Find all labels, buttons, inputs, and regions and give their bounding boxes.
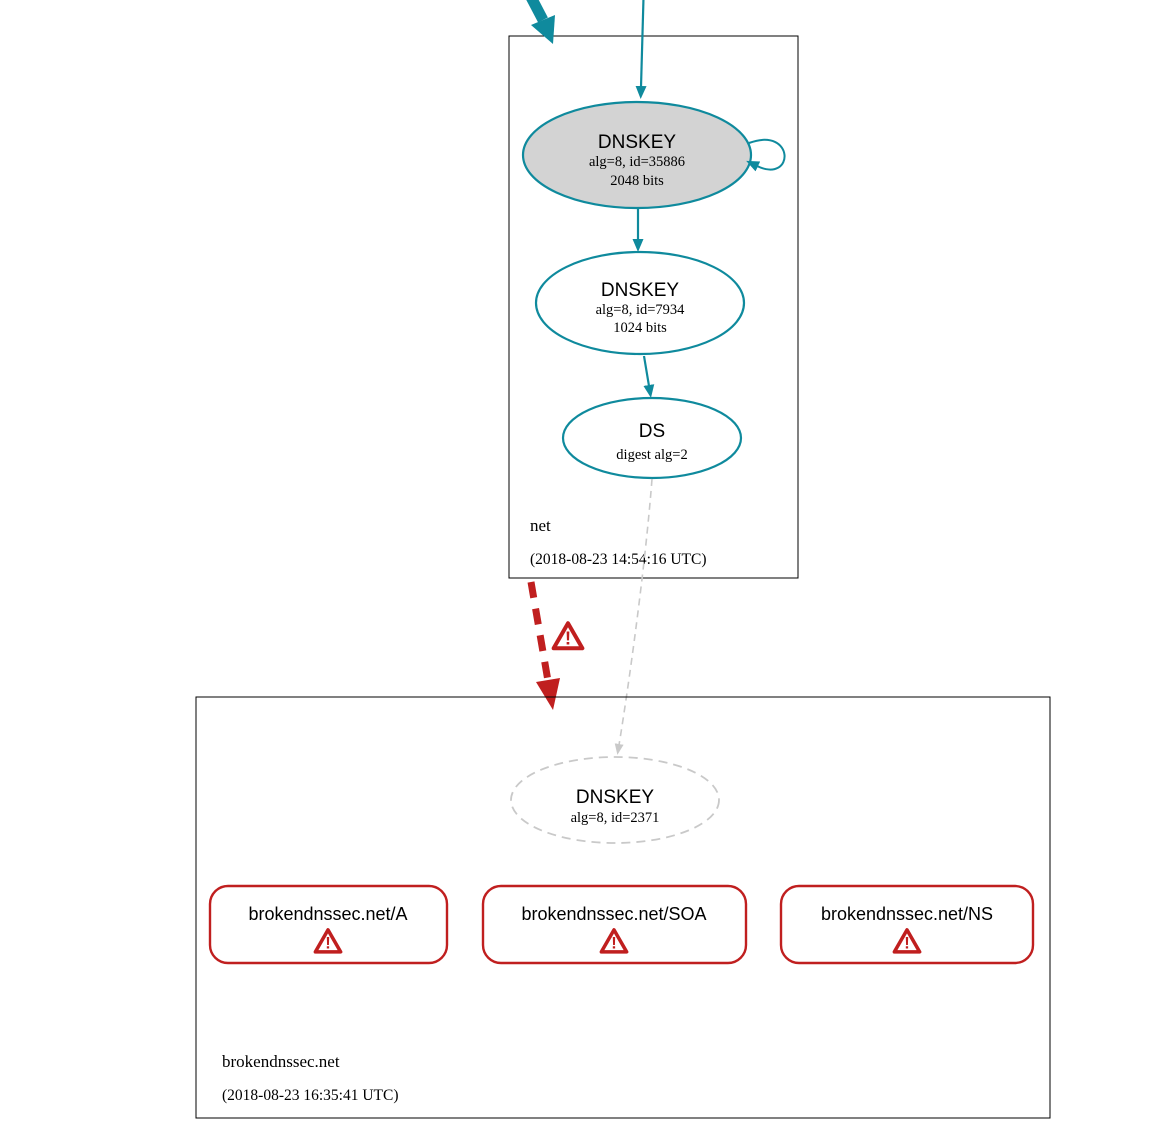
edge-ds-to-child-dnskey [614, 478, 653, 755]
edge-ksk-self-loop [746, 138, 786, 172]
edge-bogus-shaft [527, 581, 552, 682]
zone-net-name: net [530, 516, 551, 535]
zone-brokendnssec: brokendnssec.net (2018-08-23 16:35:41 UT… [195, 696, 1051, 1119]
node-net-ksk-ellipse [521, 100, 753, 210]
rrset-a: brokendnssec.net/A [208, 884, 449, 965]
rrset-ns-label: brokendnssec.net/NS [821, 904, 993, 924]
edge-zsk-to-ds [642, 355, 655, 398]
zone-net-timestamp: (2018-08-23 14:54:16 UTC) [530, 551, 707, 568]
node-net-ksk-detail: alg=8, id=35886 [589, 154, 685, 170]
node-net-zsk: DNSKEY alg=8, id=7934 1024 bits [534, 250, 746, 356]
rrset-ns: brokendnssec.net/NS [779, 884, 1035, 965]
node-net-ksk-size: 2048 bits [610, 173, 664, 189]
zone-net: net (2018-08-23 14:54:16 UTC) [508, 35, 799, 579]
node-net-zsk-ellipse [534, 250, 746, 356]
node-net-zsk-detail: alg=8, id=7934 [596, 302, 686, 318]
node-net-zsk-title: DNSKEY [601, 280, 679, 301]
rrset-soa-label: brokendnssec.net/SOA [521, 904, 706, 924]
node-broken-dnskey-title: DNSKEY [576, 787, 654, 808]
rrset-soa: brokendnssec.net/SOA [481, 884, 748, 965]
zone-brokendnssec-box [195, 696, 1051, 1119]
edge-parent-ds-shaft [526, 0, 548, 23]
warning-icon [551, 621, 585, 651]
zone-brokendnssec-timestamp: (2018-08-23 16:35:41 UTC) [222, 1087, 399, 1104]
zone-net-box [508, 35, 799, 579]
rrset-a-label: brokendnssec.net/A [248, 904, 407, 924]
rrset-a-box [208, 884, 449, 965]
node-net-zsk-size: 1024 bits [613, 320, 667, 336]
edge-bogus-arrowhead-icon [536, 678, 560, 710]
node-net-ksk: DNSKEY alg=8, id=35886 2048 bits [521, 100, 753, 210]
node-net-ds-title: DS [639, 421, 665, 442]
node-net-ds: DS digest alg=2 [561, 396, 743, 480]
node-broken-dnskey: DNSKEY alg=8, id=2371 [510, 756, 720, 844]
node-broken-dnskey-detail: alg=8, id=2371 [571, 810, 660, 826]
rrset-soa-box [481, 884, 748, 965]
node-net-ds-ellipse [561, 396, 743, 480]
edge-parent-ds-arrowhead-icon [531, 15, 555, 44]
rrset-ns-box [779, 884, 1035, 965]
node-net-ds-detail: digest alg=2 [616, 447, 687, 463]
zone-brokendnssec-name: brokendnssec.net [222, 1052, 340, 1071]
node-net-ksk-title: DNSKEY [598, 132, 676, 153]
edge-net-to-broken-bogus [527, 581, 585, 710]
node-broken-dnskey-ellipse [510, 756, 720, 844]
edge-parent-to-ksk [635, 0, 647, 99]
edge-parent-ds-to-net [526, 0, 555, 44]
